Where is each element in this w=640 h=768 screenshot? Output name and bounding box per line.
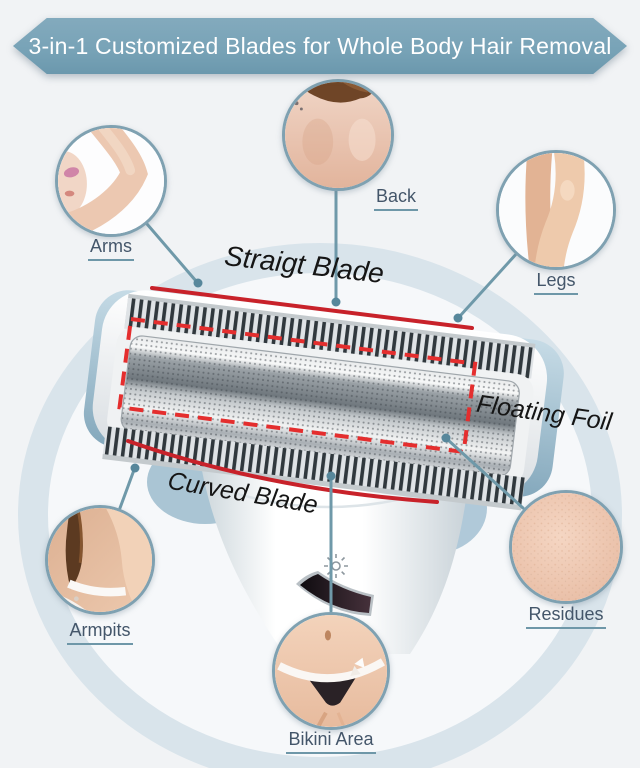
red-annotations <box>117 286 478 504</box>
curved-trimmer-blade <box>102 426 526 508</box>
curved-blade-line <box>126 439 439 504</box>
back-photo <box>285 82 391 188</box>
callout-label-residues: Residues <box>505 604 627 629</box>
straight-blade-line <box>150 286 474 330</box>
banner-title: 3-in-1 Customized Blades for Whole Body … <box>28 32 612 59</box>
floating-foil-outline <box>117 316 478 455</box>
callout-legs <box>496 150 616 270</box>
pointer-line-residues <box>446 438 525 510</box>
callout-label-bikini: Bikini Area <box>258 729 404 754</box>
callout-label-back: Back <box>374 186 454 211</box>
legs-photo <box>499 153 613 267</box>
arms-photo <box>58 128 164 234</box>
pointer-line-armpits <box>118 468 136 510</box>
pointer-lines <box>118 189 525 613</box>
bikini-photo <box>275 615 387 727</box>
display-window <box>300 574 371 613</box>
callout-back <box>282 79 394 191</box>
pointer-dots <box>130 278 463 481</box>
residues-photo <box>512 493 620 601</box>
pointer-line-legs <box>458 250 520 318</box>
light-indicator-icon <box>324 554 348 578</box>
callout-label-arms: Arms <box>55 236 167 261</box>
armpits-photo <box>48 508 152 612</box>
callout-bikini <box>272 612 390 730</box>
pointer-line-arms <box>145 222 198 283</box>
callout-label-armpits: Armpits <box>41 620 159 645</box>
callout-label-legs: Legs <box>494 270 618 295</box>
callout-armpits <box>45 505 155 615</box>
title-banner-shape: 3-in-1 Customized Blades for Whole Body … <box>13 18 627 74</box>
title-banner: 3-in-1 Customized Blades for Whole Body … <box>13 18 627 74</box>
callout-residues <box>509 490 623 604</box>
callout-arms <box>55 125 167 237</box>
